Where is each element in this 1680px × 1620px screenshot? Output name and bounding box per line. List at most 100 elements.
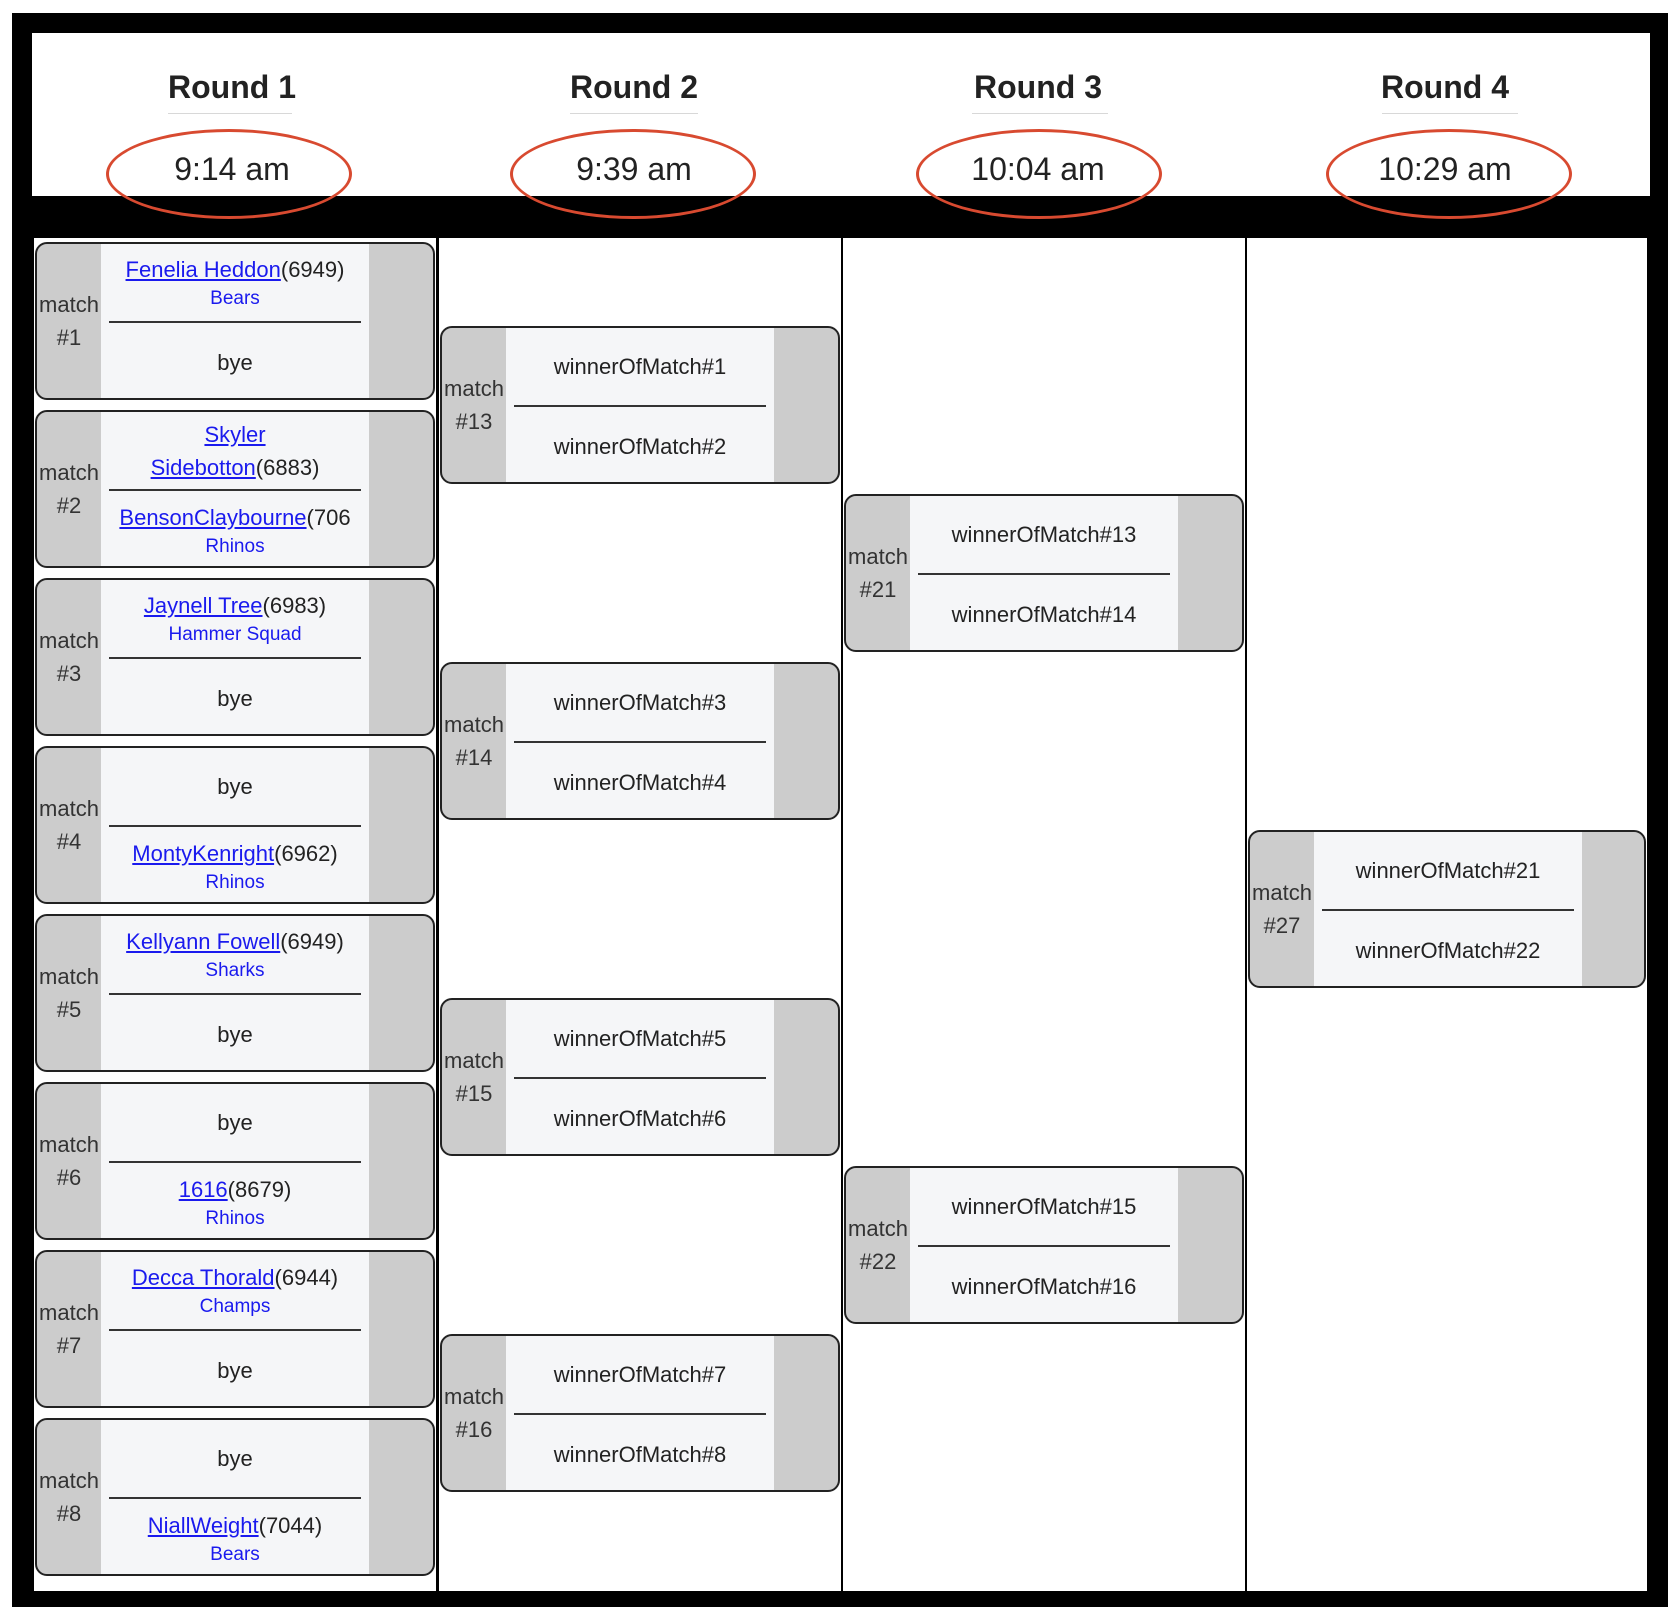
match-label: match#16 xyxy=(444,1384,504,1442)
winner-placeholder: winnerOfMatch#1 xyxy=(553,354,727,379)
match-card-21[interactable]: match#21 winnerOfMatch#13 winnerOfMatch#… xyxy=(844,494,1244,652)
slot-bottom: MontyKenright(6962) Rhinos xyxy=(109,827,361,902)
bye-label: bye xyxy=(217,1358,253,1383)
match-label: match#14 xyxy=(444,712,504,770)
winner-placeholder: winnerOfMatch#15 xyxy=(951,1194,1137,1219)
bye-label: bye xyxy=(217,774,253,799)
slot-bottom: bye xyxy=(109,659,361,734)
slot-bottom: winnerOfMatch#14 xyxy=(918,575,1170,650)
match-body: winnerOfMatch#1 winnerOfMatch#2 xyxy=(506,328,774,482)
round-title: Round 1 xyxy=(168,69,296,105)
match-body: bye 1616(8679) Rhinos xyxy=(101,1084,369,1238)
winner-placeholder: winnerOfMatch#21 xyxy=(1355,858,1541,883)
match-body: bye MontyKenright(6962) Rhinos xyxy=(101,748,369,902)
slot-bottom: winnerOfMatch#8 xyxy=(514,1415,766,1490)
match-card-22[interactable]: match#22 winnerOfMatch#15 winnerOfMatch#… xyxy=(844,1166,1244,1324)
winner-placeholder: winnerOfMatch#16 xyxy=(951,1274,1137,1299)
match-card-14[interactable]: match#14 winnerOfMatch#3 winnerOfMatch#4 xyxy=(440,662,840,820)
slot-bottom: winnerOfMatch#6 xyxy=(514,1079,766,1154)
slot-bottom: winnerOfMatch#16 xyxy=(918,1247,1170,1322)
highlight-circle xyxy=(1326,129,1572,219)
match-label: match#8 xyxy=(39,1468,99,1526)
player-link[interactable]: MontyKenright xyxy=(132,841,275,866)
round-4-column: match#27 winnerOfMatch#21 winnerOfMatch#… xyxy=(1247,238,1647,1591)
bye-label: bye xyxy=(217,1446,253,1471)
player-score: (706 xyxy=(306,505,351,530)
match-label: match#27 xyxy=(1252,880,1312,938)
match-card-7[interactable]: match#7 Decca Thorald(6944) Champs bye xyxy=(35,1250,435,1408)
winner-placeholder: winnerOfMatch#4 xyxy=(553,770,727,795)
match-label: match#5 xyxy=(39,964,99,1022)
slot-top: bye xyxy=(109,1084,361,1163)
slot-top: bye xyxy=(109,748,361,827)
match-card-27[interactable]: match#27 winnerOfMatch#21 winnerOfMatch#… xyxy=(1248,830,1646,988)
match-card-1[interactable]: match#1 Fenelia Heddon(6949) Bears bye xyxy=(35,242,435,400)
round-title: Round 3 xyxy=(974,69,1102,105)
player-score: (6962) xyxy=(274,841,338,866)
round-title: Round 2 xyxy=(570,69,698,105)
match-body: Fenelia Heddon(6949) Bears bye xyxy=(101,244,369,398)
match-body: winnerOfMatch#5 winnerOfMatch#6 xyxy=(506,1000,774,1154)
divider xyxy=(570,113,698,114)
slot-bottom: winnerOfMatch#4 xyxy=(514,743,766,818)
slot-top: Decca Thorald(6944) Champs xyxy=(109,1252,361,1331)
match-card-16[interactable]: match#16 winnerOfMatch#7 winnerOfMatch#8 xyxy=(440,1334,840,1492)
player-score: (6983) xyxy=(262,593,327,618)
highlight-circle xyxy=(510,129,756,219)
player-link[interactable]: 1616 xyxy=(178,1177,228,1202)
slot-top: Jaynell Tree(6983) Hammer Squad xyxy=(109,580,361,659)
match-label: match#1 xyxy=(39,292,99,350)
winner-placeholder: winnerOfMatch#6 xyxy=(553,1106,727,1131)
player-link[interactable]: Sidebotton xyxy=(150,454,256,480)
winner-placeholder: winnerOfMatch#14 xyxy=(951,602,1137,627)
match-label: match#13 xyxy=(444,376,504,434)
player-link[interactable]: Fenelia Heddon xyxy=(125,257,281,282)
match-body: winnerOfMatch#15 winnerOfMatch#16 xyxy=(910,1168,1178,1322)
player-link[interactable]: NiallWeight xyxy=(147,1513,259,1538)
match-label: match#7 xyxy=(39,1300,99,1358)
team-name: Rhinos xyxy=(205,872,265,893)
player-link[interactable]: Decca Thorald xyxy=(131,1265,275,1290)
player-link[interactable]: BensonClaybourne xyxy=(119,505,307,530)
match-card-2[interactable]: match#2 Skyler Sidebotton(6883) BensonCl… xyxy=(35,410,435,568)
slot-top: Fenelia Heddon(6949) Bears xyxy=(109,244,361,323)
match-card-3[interactable]: match#3 Jaynell Tree(6983) Hammer Squad … xyxy=(35,578,435,736)
player-score: (6949) xyxy=(280,257,345,282)
match-card-8[interactable]: match#8 bye NiallWeight(7044) Bears xyxy=(35,1418,435,1576)
player-link[interactable]: Jaynell Tree xyxy=(143,593,263,618)
slot-top: winnerOfMatch#3 xyxy=(514,664,766,743)
winner-placeholder: winnerOfMatch#7 xyxy=(553,1362,727,1387)
match-card-15[interactable]: match#15 winnerOfMatch#5 winnerOfMatch#6 xyxy=(440,998,840,1156)
slot-bottom: winnerOfMatch#2 xyxy=(514,407,766,482)
match-card-4[interactable]: match#4 bye MontyKenright(6962) Rhinos xyxy=(35,746,435,904)
player-score: (6883) xyxy=(255,454,320,480)
match-body: Jaynell Tree(6983) Hammer Squad bye xyxy=(101,580,369,734)
bye-label: bye xyxy=(217,350,253,375)
slot-bottom: bye xyxy=(109,995,361,1070)
team-name: Hammer Squad xyxy=(168,624,302,645)
slot-top: Skyler Sidebotton(6883) xyxy=(109,412,361,491)
player-link[interactable]: Skyler xyxy=(204,421,266,447)
team-name: Rhinos xyxy=(205,536,265,557)
team-name: Bears xyxy=(210,1544,260,1565)
match-body: Skyler Sidebotton(6883) BensonClaybourne… xyxy=(101,412,369,566)
round-4-header: Round 4 10:29 am xyxy=(1240,33,1650,219)
slot-top: winnerOfMatch#13 xyxy=(918,496,1170,575)
match-label: match#4 xyxy=(39,796,99,854)
round-title: Round 4 xyxy=(1381,69,1509,105)
divider xyxy=(972,113,1108,114)
round-3-header: Round 3 10:04 am xyxy=(836,33,1240,219)
match-body: bye NiallWeight(7044) Bears xyxy=(101,1420,369,1574)
match-card-5[interactable]: match#5 Kellyann Fowell(6949) Sharks bye xyxy=(35,914,435,1072)
slot-bottom: bye xyxy=(109,323,361,398)
player-link[interactable]: Kellyann Fowell xyxy=(126,929,281,954)
match-body: winnerOfMatch#3 winnerOfMatch#4 xyxy=(506,664,774,818)
team-name: Bears xyxy=(210,288,260,309)
team-name: Rhinos xyxy=(205,1208,265,1229)
match-body: Decca Thorald(6944) Champs bye xyxy=(101,1252,369,1406)
slot-bottom: BensonClaybourne(706 Rhinos xyxy=(109,491,361,566)
match-card-6[interactable]: match#6 bye 1616(8679) Rhinos xyxy=(35,1082,435,1240)
player-score: (7044) xyxy=(258,1513,323,1538)
match-card-13[interactable]: match#13 winnerOfMatch#1 winnerOfMatch#2 xyxy=(440,326,840,484)
match-label: match#21 xyxy=(848,544,908,602)
